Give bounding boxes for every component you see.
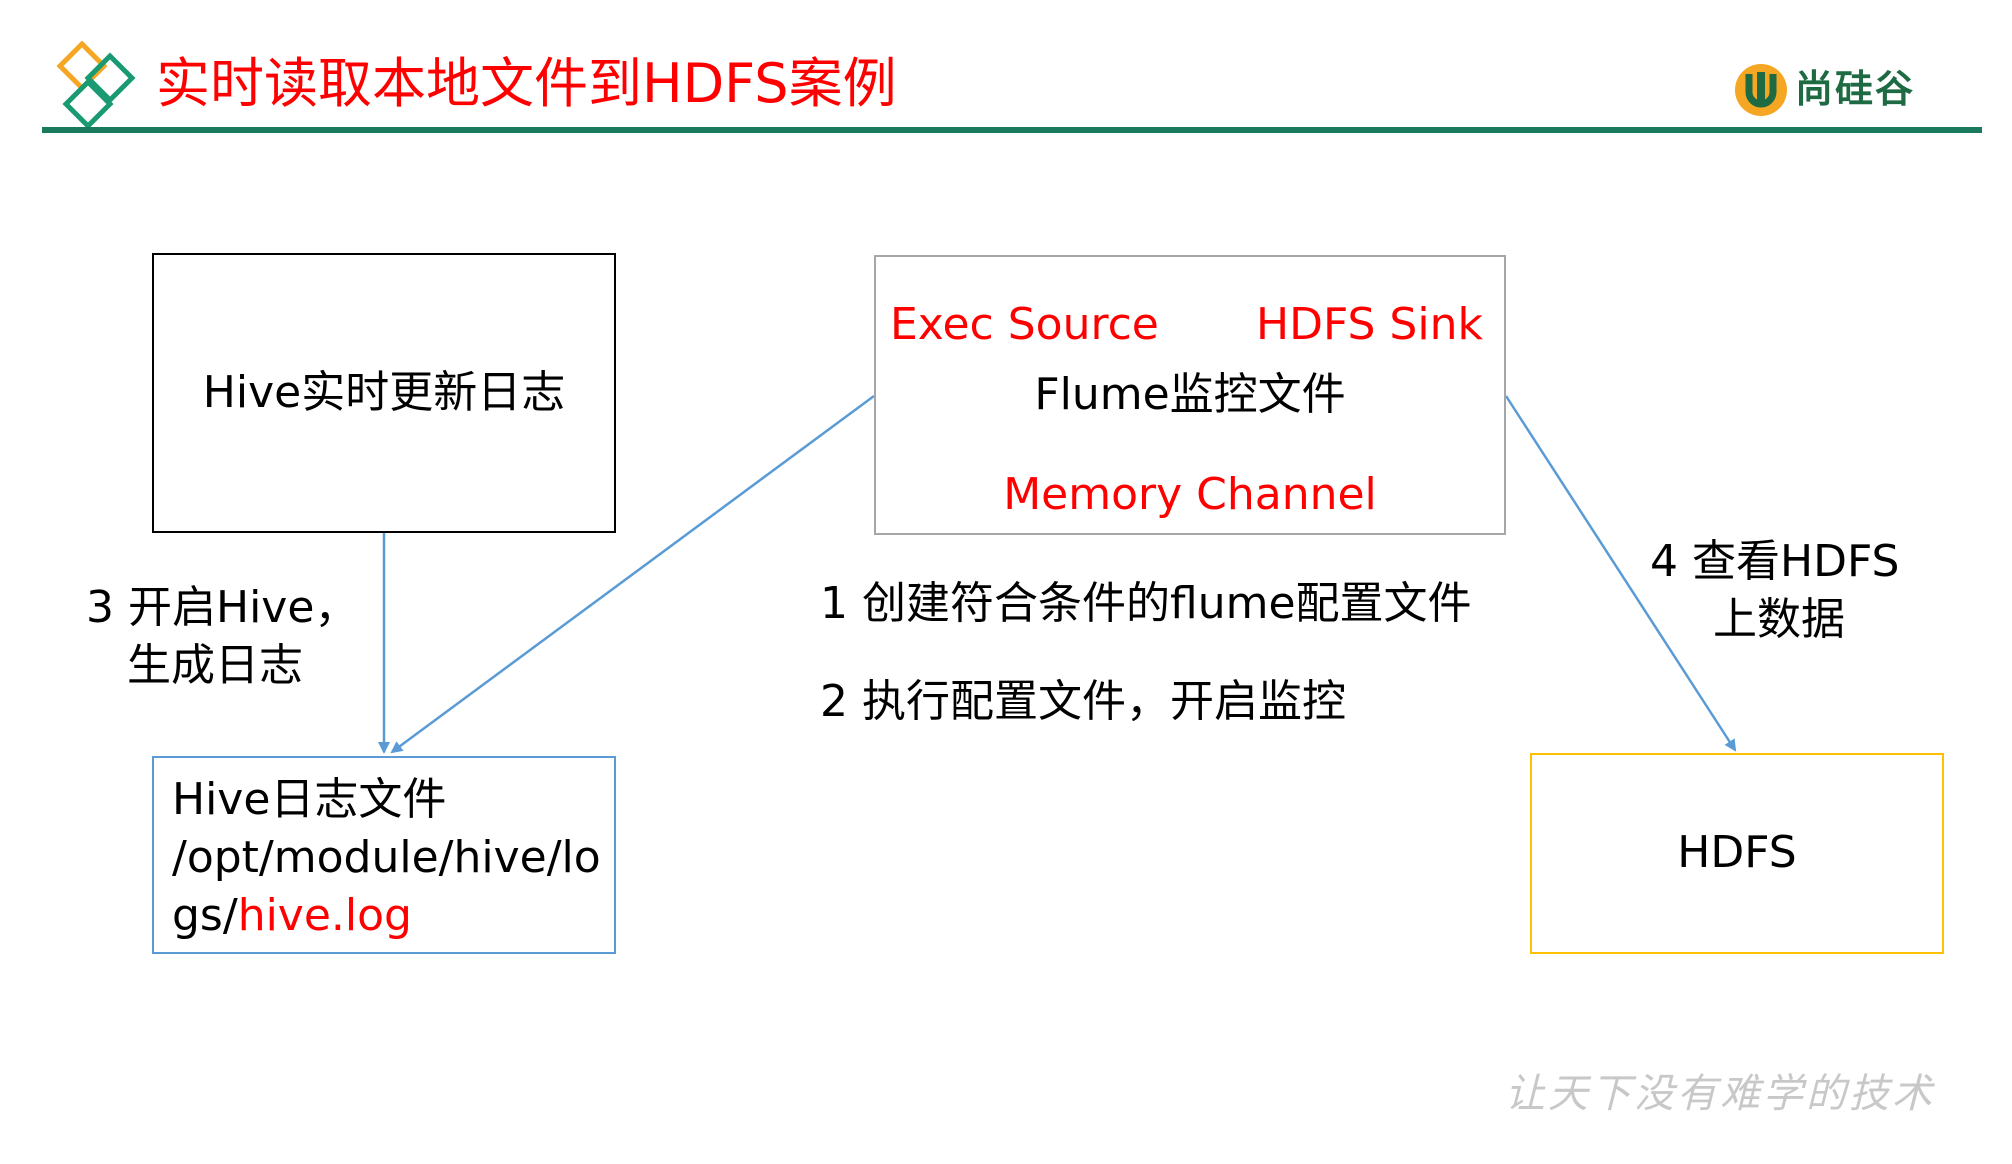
footer-slogan: 让天下没有难学的技术: [1505, 1071, 1935, 1117]
hive-node-label: Hive实时更新日志: [202, 367, 566, 418]
log-file-name: hive.log: [237, 890, 412, 941]
hive-log-file-node: Hive日志文件 /opt/module/hive/lo gs/hive.log: [152, 756, 616, 954]
memory-channel-label: Memory Channel: [1003, 469, 1377, 520]
brand-name: 尚硅谷: [1795, 67, 1916, 111]
flume-node: Exec Source HDFS Sink Flume监控文件 Memory C…: [874, 255, 1506, 535]
log-file-title: Hive日志文件: [172, 774, 447, 825]
step3-line1: 3 开启Hive，: [86, 582, 359, 633]
step4-line2: 上数据: [1713, 594, 1845, 645]
log-file-path-prefix: gs/: [172, 890, 238, 941]
exec-source-label: Exec Source: [890, 299, 1159, 350]
slide-title: 实时读取本地文件到HDFS案例: [156, 52, 897, 115]
brand-logo: 尚硅谷: [1733, 60, 1943, 120]
title-divider: [42, 127, 1982, 133]
hdfs-node-label: HDFS: [1677, 827, 1797, 878]
step4-line1: 4 查看HDFS: [1650, 536, 1900, 587]
hive-node: Hive实时更新日志: [152, 253, 616, 533]
hdfs-node: HDFS: [1530, 753, 1944, 954]
log-file-path-end: gs/hive.log: [172, 888, 412, 944]
log-file-path-line: /opt/module/hive/lo: [172, 832, 601, 883]
step1-text: 1 创建符合条件的flume配置文件: [820, 578, 1472, 629]
step3-line2: 生成日志: [127, 640, 303, 691]
hdfs-sink-label: HDFS Sink: [1256, 299, 1483, 350]
brand-u-icon: [1735, 64, 1787, 116]
diamond-logo-icon: [56, 40, 136, 130]
step2-text: 2 执行配置文件，开启监控: [820, 676, 1346, 727]
arrow-flume-to-hdfs: [1504, 395, 1737, 752]
flume-node-label: Flume监控文件: [1034, 369, 1346, 420]
arrow-flume-to-log: [390, 394, 875, 754]
